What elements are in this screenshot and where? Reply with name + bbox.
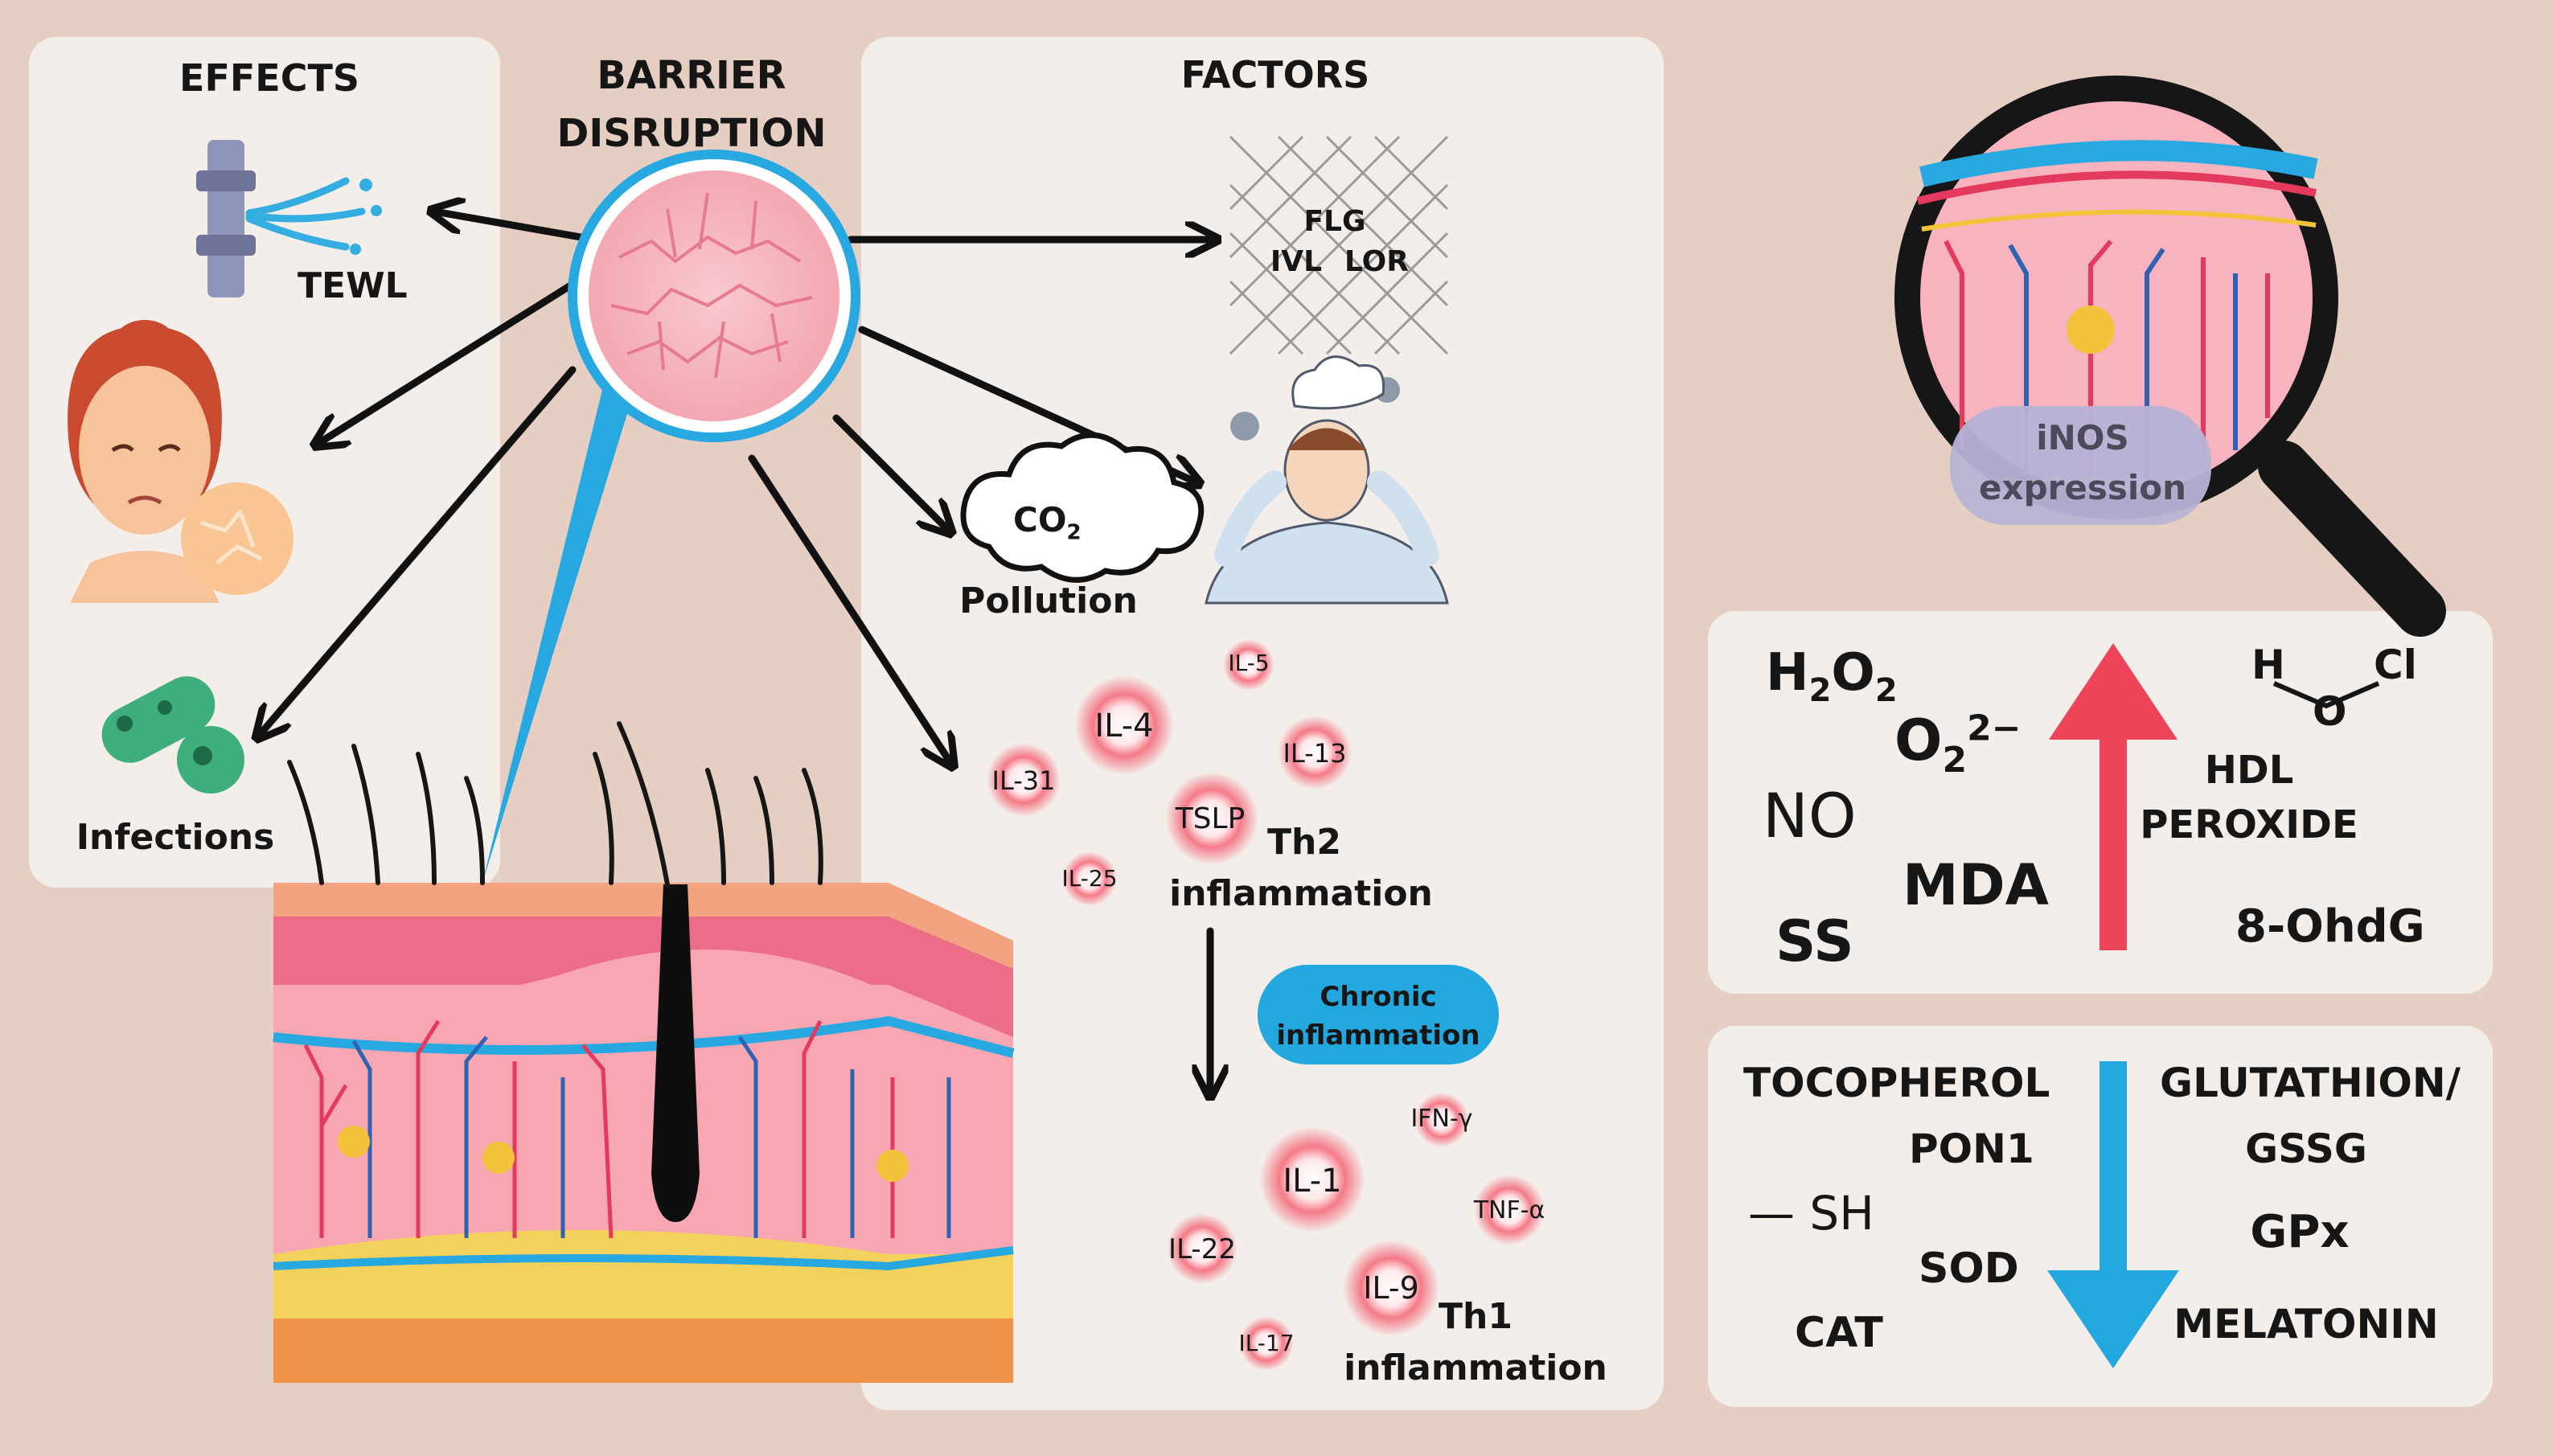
sh-label: — SH [1748,1186,1874,1241]
cytokine-ifng: IFN-γ [1410,1105,1473,1133]
cytokine-il5: IL-5 [1228,650,1270,676]
ss-label: SS [1775,908,1854,974]
th1-cytokine-glows [1167,1093,1545,1371]
leaking-pipe-icon [196,140,382,297]
cytokine-il31: IL-31 [991,765,1056,796]
hdl-line2: PEROXIDE [2140,802,2358,847]
cytokine-il9: IL-9 [1363,1270,1419,1306]
superoxide-formula: O22− [1894,707,2021,781]
up-arrow-icon [2049,643,2177,950]
magnifying-glass-icon [1894,76,2446,637]
protein-lor: LOR [1344,245,1409,278]
co2-text: CO [1013,500,1067,539]
cytokine-il4: IL-4 [1094,707,1154,744]
chronic-inflammation-pill [1258,965,1499,1064]
glutathion-line1: GLUTATHION/ [2160,1060,2461,1106]
effect-arrows [259,211,1214,1093]
chronic-label-line2: inflammation [1276,1019,1480,1052]
th1-label-line2: inflammation [1344,1347,1607,1388]
h2o2-sub2: 2 [1874,671,1898,709]
barrier-disruption-circle [568,150,860,442]
pon1-label: PON1 [1909,1126,2034,1172]
cytokine-il13: IL-13 [1283,738,1347,769]
co2-label: CO2 [1013,500,1082,544]
tewl-label: TEWL [298,265,408,306]
hdl-line1: HDL [2204,748,2294,793]
no-label: NO [1763,780,1857,851]
zoom-cone [482,362,643,883]
th2-label-line1: Th2 [1267,822,1341,863]
hair-follicle [651,884,700,1222]
effects-header: EFFECTS [179,56,359,100]
inos-line2: expression [1979,468,2186,507]
superoxide-sub: 2 [1942,740,1968,781]
melatonin-label: MELATONIN [2173,1301,2439,1347]
cytokine-tnfa: TNF-α [1473,1196,1545,1224]
inos-expression-pill [1950,406,2211,525]
stressed-person-icon [1205,355,1449,605]
ohdg-label: 8-OhdG [2235,900,2425,953]
down-arrow-icon [2047,1061,2179,1368]
chronic-label-line1: Chronic [1320,981,1437,1013]
superoxide-o: O [1894,707,1943,773]
bacteria-icon [101,676,244,794]
h2o2-formula: H2O2 [1766,643,1898,709]
cat-label: CAT [1795,1309,1883,1357]
co2-subscript: 2 [1066,520,1082,545]
cytokine-il22: IL-22 [1168,1233,1236,1265]
glutathion-line2: GSSG [2245,1126,2367,1172]
factors-header: FACTORS [1180,53,1370,96]
th2-cytokine-glows [987,639,1352,906]
cytokine-il1: IL-1 [1283,1163,1342,1200]
th2-label-line2: inflammation [1169,873,1433,914]
h2o2-o: O [1831,643,1875,703]
h2o2-sub1: 2 [1808,671,1832,709]
tocopherol-label: TOCOPHEROL [1743,1060,2050,1106]
hocl-bonds [2272,681,2380,709]
protein-mesh-icon [1229,135,1449,355]
co2-cloud-icon [960,432,1205,583]
cytokine-tslp: TSLP [1175,802,1246,835]
infections-label: Infections [76,817,275,858]
barrier-header-line2: DISRUPTION [556,111,827,156]
mda-label: MDA [1902,852,2049,918]
hocl-cl: Cl [2374,642,2417,688]
pollution-label: Pollution [959,580,1138,621]
skin-cross-section [273,721,1015,1383]
h2o2-h: H [1766,643,1809,703]
cytokine-il25: IL-25 [1061,865,1118,892]
barrier-header-line1: BARRIER [597,53,786,98]
superoxide-charge: 2− [1967,707,2021,749]
inos-line1: iNOS [2036,418,2129,457]
hocl-o: O [2313,688,2347,735]
dry-skin-face-icon [68,320,293,603]
gpx-label: GPx [2250,1206,2350,1258]
protein-flg: FLG [1303,205,1366,238]
sod-label: SOD [1919,1245,2019,1293]
sweat-gland-icon [338,1126,909,1182]
hocl-h: H [2251,642,2285,688]
th1-label-line1: Th1 [1439,1296,1513,1337]
protein-ivl: IVL [1270,245,1323,278]
cytokine-il17: IL-17 [1238,1330,1295,1356]
